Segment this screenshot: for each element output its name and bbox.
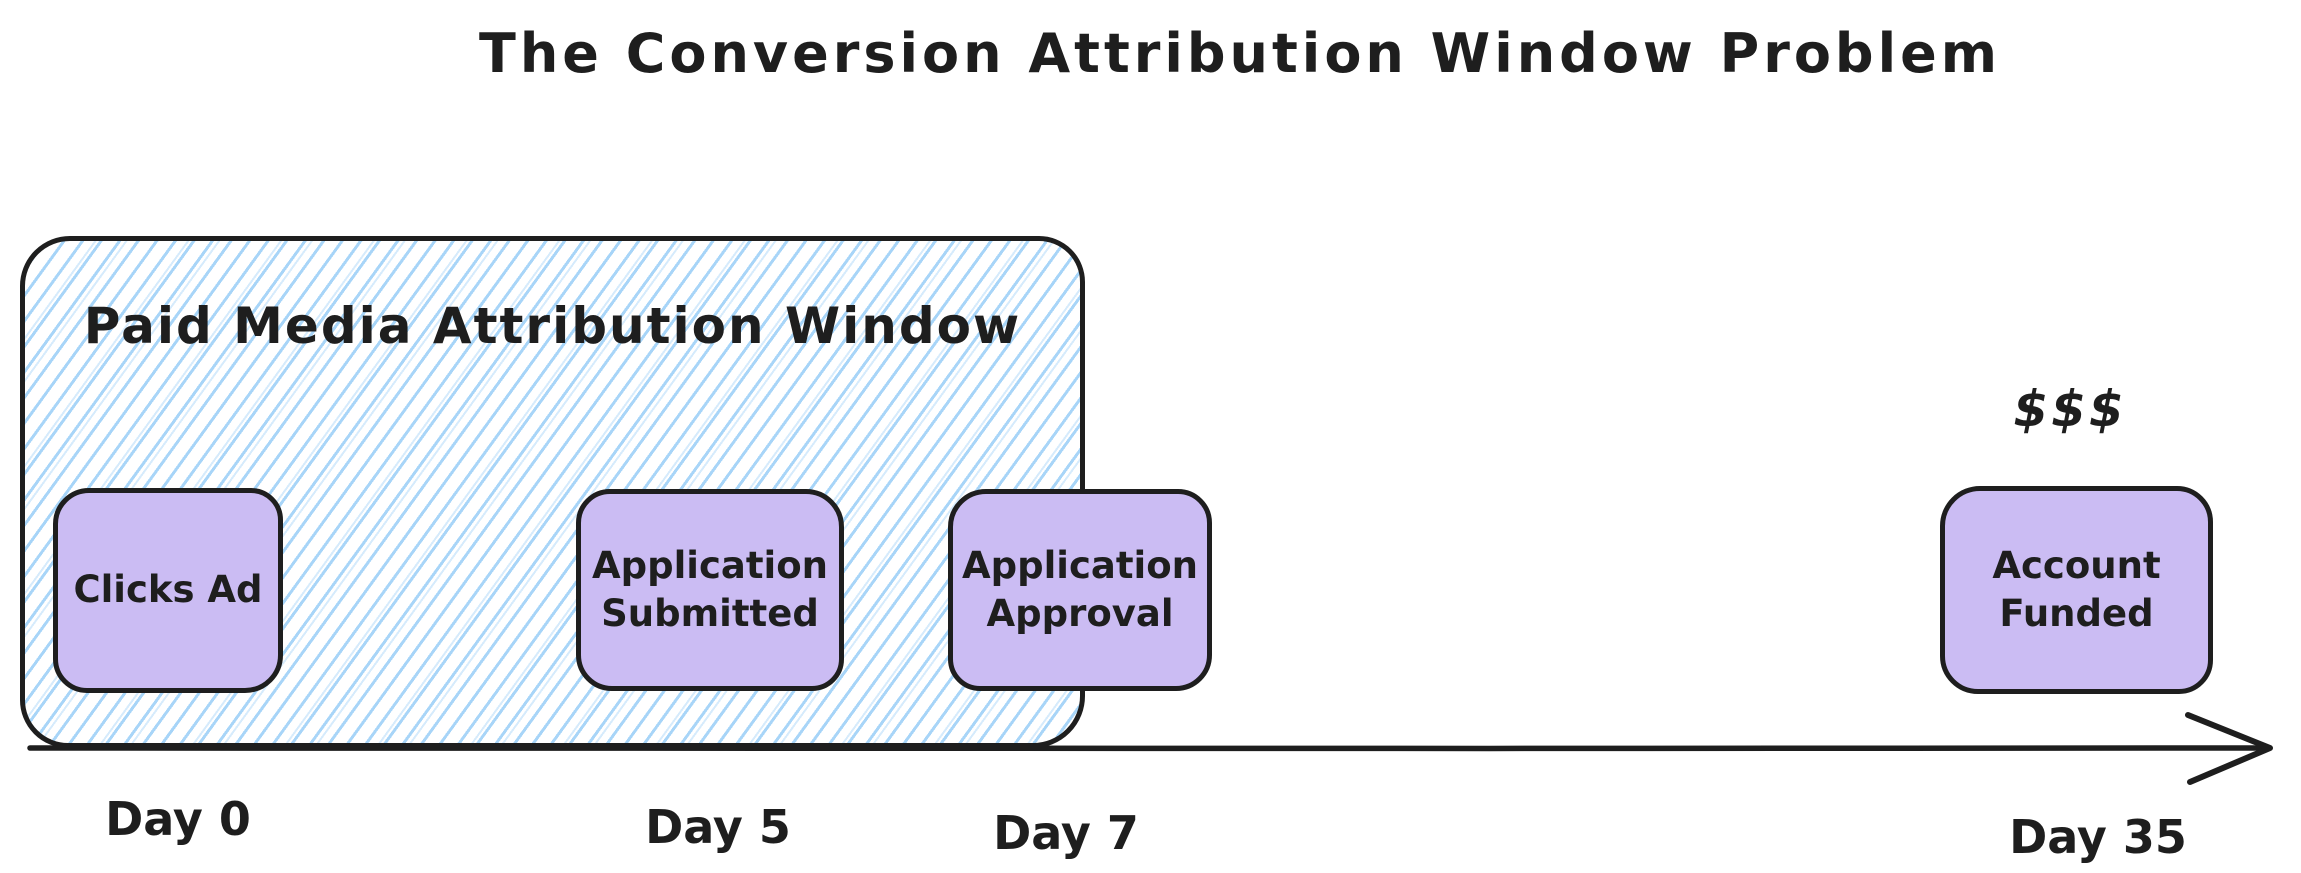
day-label-7: Day 7 — [993, 806, 1139, 860]
timeline-arrow-svg — [27, 712, 2273, 785]
event-label-application-submitted: Application Submitted — [591, 543, 828, 635]
event-box-application-approval: Application Approval — [948, 489, 1212, 691]
day-label-35: Day 35 — [2009, 810, 2187, 864]
event-box-application-submitted: Application Submitted — [576, 489, 844, 691]
day-label-0: Day 0 — [105, 792, 251, 846]
day-label-5: Day 5 — [645, 800, 791, 854]
timeline-arrow — [20, 700, 2290, 800]
event-box-account-funded: Account Funded — [1940, 486, 2213, 694]
event-label-application-approval: Application Approval — [961, 543, 1198, 635]
event-box-clicks-ad: Clicks Ad — [53, 488, 283, 693]
money-annotation: $$$ — [2013, 380, 2127, 438]
page-title: The Conversion Attribution Window Proble… — [479, 22, 2001, 85]
attribution-window-label: Paid Media Attribution Window — [83, 297, 1022, 355]
event-label-account-funded: Account Funded — [1992, 543, 2161, 635]
event-label-clicks-ad: Clicks Ad — [73, 568, 263, 612]
